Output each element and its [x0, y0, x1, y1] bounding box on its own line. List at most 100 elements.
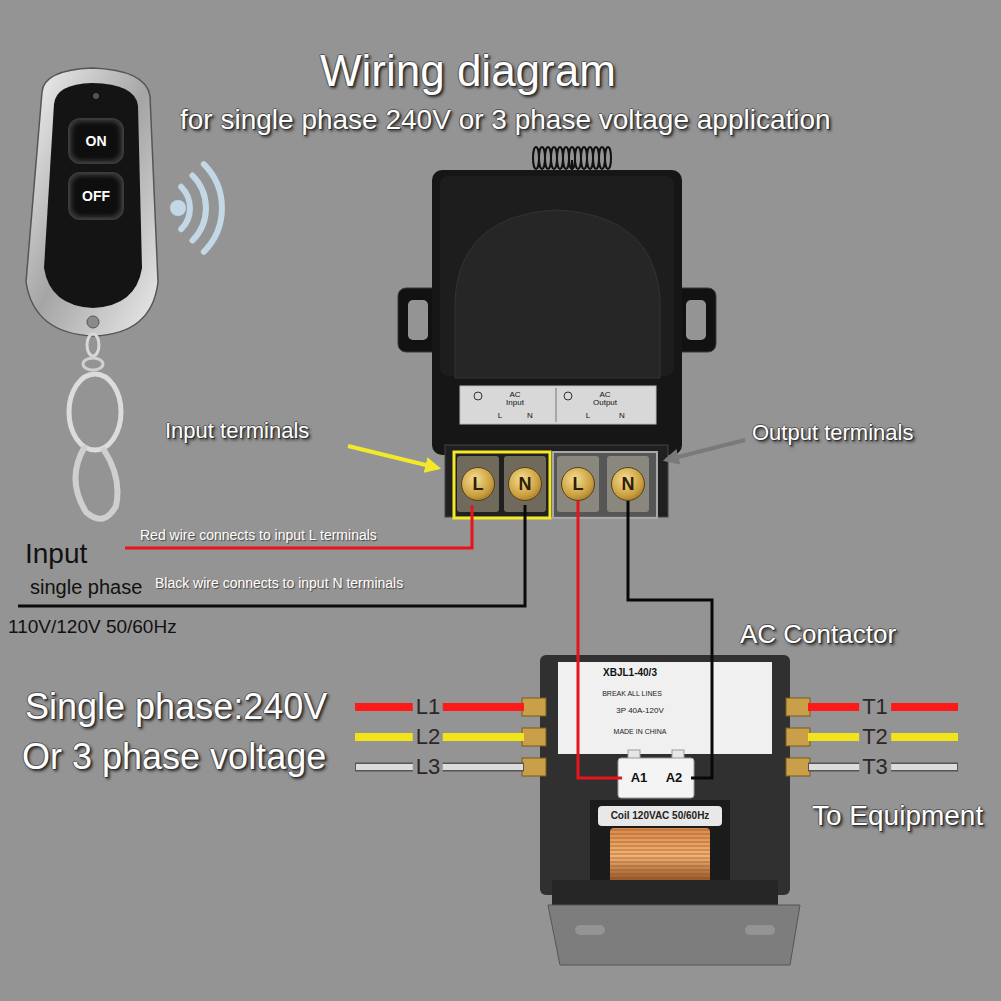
node-text: ON [86, 133, 107, 149]
node-text: L [473, 474, 484, 495]
remote-button: OFF [68, 172, 124, 220]
antenna [533, 147, 611, 172]
control-wire [578, 501, 622, 778]
coil-terminal: A1 [622, 764, 656, 792]
supply-wire [356, 764, 523, 770]
signal-dot [170, 200, 186, 216]
line-name: L1 [413, 696, 443, 718]
mount-slot [408, 300, 428, 340]
terminal-screw: L [561, 467, 595, 501]
terminal-name: T2 [859, 726, 891, 748]
node-text: BREAK ALL LINES [602, 690, 662, 697]
line-lug [522, 758, 546, 776]
input-highlight [454, 452, 550, 518]
rating-plate [558, 662, 772, 754]
chain-link [83, 358, 103, 370]
subtitle: for single phase 240V or 3 phase voltage… [180, 104, 831, 136]
remote-led [93, 93, 99, 99]
supply-note: Single phase:240V [25, 686, 327, 727]
supply-note: Or 3 phase voltage [22, 736, 326, 777]
terminal-screw: N [508, 467, 542, 501]
coil-window [590, 800, 730, 886]
node-text: N [527, 412, 533, 420]
base-slot [575, 925, 605, 935]
housing-body [432, 170, 682, 455]
diagram-title: Wiring diagram [320, 46, 616, 97]
terminal-strip-label [460, 386, 656, 424]
node-text: XBJL1-40/3 [603, 668, 657, 678]
terminal-block [445, 445, 668, 517]
ground-symbol [474, 392, 482, 400]
input-spec: single phase [30, 576, 142, 599]
node-text: N [619, 412, 625, 420]
part-name: AC Contactor [740, 620, 896, 650]
remote-button: ON [68, 118, 124, 164]
chain-link [87, 334, 99, 356]
supply-wire [355, 703, 524, 711]
load-wire [808, 733, 958, 741]
line-name: L3 [413, 756, 443, 778]
coil-terminal: A2 [657, 764, 691, 792]
terminal-clamp [457, 456, 499, 512]
ground-symbol [564, 392, 572, 400]
base-plate [548, 905, 800, 965]
node-text: A2 [666, 771, 683, 786]
coil-terminal-plate [618, 758, 694, 798]
node-text: MADE IN CHINA [614, 728, 667, 735]
radio-signal [170, 164, 222, 252]
node-text: L [586, 412, 590, 420]
load-wire [808, 763, 958, 772]
signal-wave [193, 176, 206, 241]
control-wire [628, 501, 712, 778]
node-text: L [573, 474, 584, 495]
terminal-clamp [504, 456, 546, 512]
callout-label: Input terminals [165, 418, 309, 443]
callout-label: Output terminals [752, 420, 913, 445]
node-text: Coil 120VAC 50/60Hz [611, 810, 710, 822]
key-ring [69, 374, 121, 450]
mount-slot [686, 300, 706, 340]
base-slot [745, 925, 775, 935]
key-hole [87, 316, 99, 328]
input-wire [125, 505, 472, 548]
ac-contactor: XBJL1-40/3BREAK ALL LINES 3P 40A-120V MADE… [540, 655, 790, 895]
wire-note: Red wire connects to input L terminals [140, 527, 377, 543]
load-lug [786, 758, 810, 776]
node-text: A1 [631, 771, 648, 786]
terminal-name: T1 [859, 696, 891, 718]
supply-wire [355, 733, 524, 741]
load-wire [808, 703, 958, 711]
load-wire [809, 764, 957, 770]
wire-note: Black wire connects to input N terminals [155, 575, 403, 591]
node-text: N [622, 474, 635, 495]
coil-winding [610, 828, 710, 884]
node-text: OFF [82, 188, 110, 204]
contactor-body [522, 655, 810, 965]
node-text: AC Input [500, 391, 530, 407]
node-text: L [498, 412, 502, 420]
input-spec: 110V/120V 50/60Hz [8, 616, 177, 638]
line-name: L2 [413, 726, 443, 748]
receiver-housing [398, 170, 716, 518]
supply-wire [355, 763, 524, 772]
node-text: AC Output [588, 391, 622, 407]
terminal-name: T3 [859, 756, 891, 778]
receiver-module: AC InputL N AC OutputL N L N L N [432, 170, 682, 517]
equipment-note: To Equipment [812, 800, 983, 832]
input-wire [18, 505, 525, 606]
key-clasp [75, 448, 117, 519]
line-lug [522, 728, 546, 746]
coil-label: Coil 120VAC 50/60Hz [598, 806, 722, 826]
strip-divider [556, 388, 557, 422]
callout-arrow [666, 440, 745, 460]
node-text: 3P 40A-120V [616, 707, 663, 715]
load-lug [786, 698, 810, 716]
housing-arch [455, 210, 660, 378]
power-lines [355, 707, 958, 767]
remote-face [44, 83, 142, 308]
